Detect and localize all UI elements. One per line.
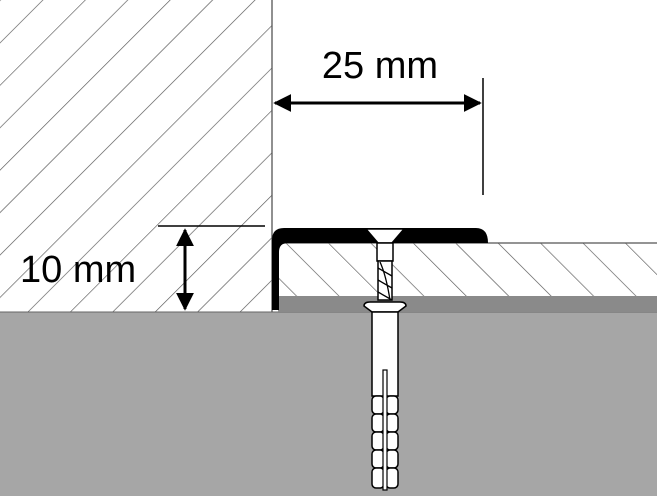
width-dimension: 25 mm <box>273 45 484 195</box>
left-floor-covering <box>0 0 273 312</box>
adhesive-layer <box>278 296 657 312</box>
screw-icon <box>364 228 406 301</box>
angle-profile <box>272 228 488 310</box>
width-label: 25 mm <box>322 45 438 87</box>
height-label: 10 mm <box>20 249 136 291</box>
right-floor-covering <box>278 242 657 312</box>
substrate-floor <box>0 312 657 496</box>
height-dimension: 10 mm <box>20 225 265 311</box>
wall-plug-icon <box>363 301 407 491</box>
